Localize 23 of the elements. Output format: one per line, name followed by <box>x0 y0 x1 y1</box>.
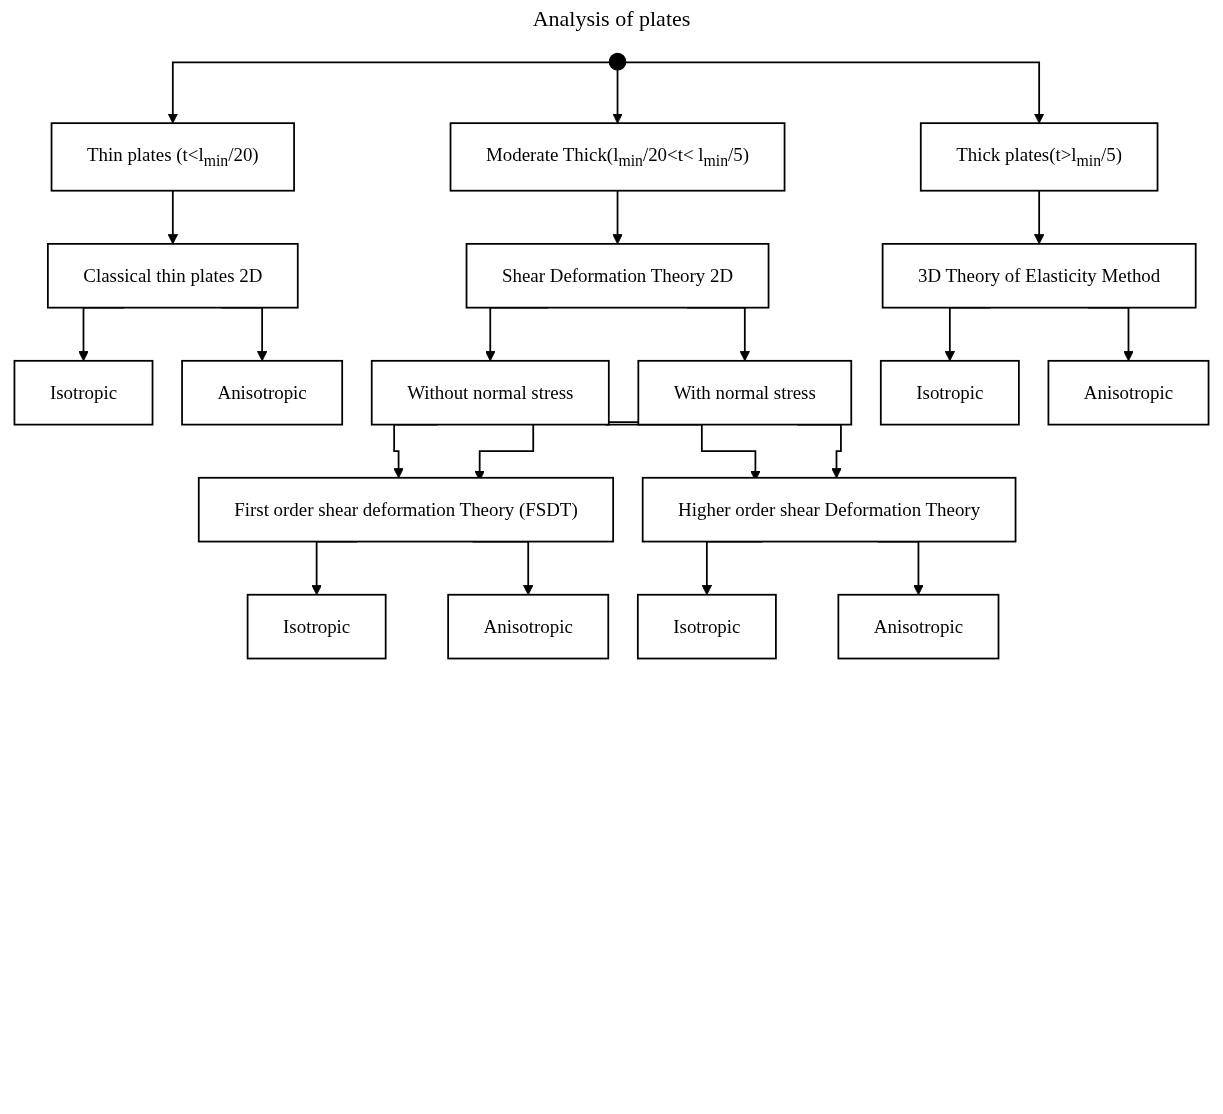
node-box: Anisotropic <box>837 593 1000 660</box>
node-box: Classical thin plates 2D <box>46 242 299 309</box>
node-box: Isotropic <box>879 359 1020 426</box>
node-box: Higher order shear Deformation Theory <box>641 476 1017 543</box>
arrow <box>167 189 178 245</box>
node-box: Moderate Thick(l$_{min}$/20<t< l$_{min}$/5) <box>449 122 786 192</box>
node-box: Anisotropic <box>1047 359 1210 426</box>
node-box: Thick plates(t>l$_{min}$/5) <box>919 122 1159 192</box>
node-box: Isotropic <box>13 359 154 426</box>
node-box: Anisotropic <box>181 359 344 426</box>
node-box: Without normal stress <box>370 359 610 426</box>
node-box: Isotropic <box>246 593 387 660</box>
arrow <box>1033 189 1045 245</box>
node-box: 3D Theory of Elasticity Method <box>881 242 1197 309</box>
diagram-title: Analysis of plates <box>532 6 691 32</box>
arrow <box>612 189 623 245</box>
node-box: First order shear deformation Theory (FSDT) <box>197 476 615 543</box>
node-box: Isotropic <box>636 593 777 660</box>
node-box: Shear Deformation Theory 2D <box>465 242 770 309</box>
node-box: Thin plates (t<l$_{min}$/20) <box>50 122 295 192</box>
arrow <box>612 69 623 124</box>
node-box: Anisotropic <box>447 593 610 660</box>
node-box: With normal stress <box>637 359 853 426</box>
